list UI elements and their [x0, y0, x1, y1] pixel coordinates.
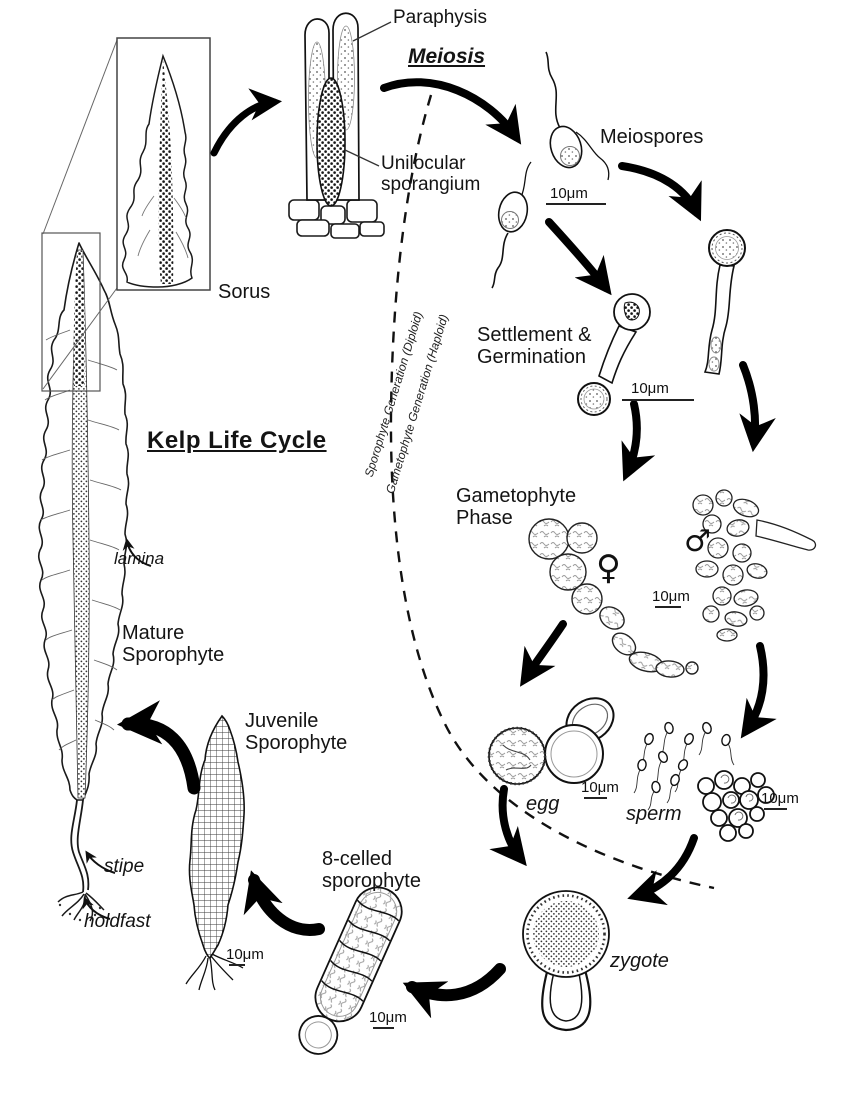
- sperm-label: sperm: [626, 803, 682, 825]
- scale-bar-sperm: 10μm: [761, 790, 799, 807]
- antheridial-cluster: [697, 770, 775, 842]
- mature-sporophyte-illustration: [38, 242, 130, 922]
- sperm-illustration: [633, 721, 775, 842]
- stipe-label: stipe: [104, 856, 145, 877]
- arrow-settlement-to-female-gametophyte: [621, 400, 656, 482]
- egg-illustration: [487, 697, 615, 786]
- female-symbol: ♀: [596, 548, 621, 588]
- juvenile-sporophyte-illustration: [185, 714, 245, 991]
- scale-bar-gametophyte-line: [655, 606, 681, 608]
- male-symbol: ♂: [684, 524, 711, 559]
- scale-bar-8-celled-line: [373, 1027, 394, 1029]
- inset-projection-lines: [42, 39, 118, 390]
- holdfast-label: holdfast: [84, 911, 151, 932]
- arrow-germling-to-male-gametophyte: [739, 361, 776, 453]
- gametophyte-phase-label: Gametophyte Phase: [456, 485, 577, 529]
- scale-bar-settlement-line: [622, 399, 694, 401]
- settlement-germling-illustration: [577, 293, 651, 416]
- stipe-pointer-arrow: [85, 850, 116, 874]
- unilocular-sporangium-illustration: [316, 77, 346, 207]
- scale-bar-settlement: 10μm: [631, 380, 669, 397]
- sorus-illustration: [121, 53, 194, 288]
- arrow-zygote-to-8-celled: [402, 963, 506, 1019]
- paraphysis-leader-line: [352, 21, 392, 42]
- unilocular-sporangium-label: Unilocular sporangium: [381, 153, 481, 195]
- female-gametophyte-illustration: [528, 518, 699, 678]
- arrow-egg-to-zygote: [489, 785, 527, 867]
- scale-bar-egg: 10μm: [581, 779, 619, 796]
- generation-divider-dashed-line: [389, 94, 715, 890]
- scale-bar-egg-line: [584, 797, 607, 799]
- arrow-sperm-to-zygote: [627, 834, 698, 906]
- diagram-title: Kelp Life Cycle: [147, 427, 327, 454]
- zygote-illustration: [522, 890, 610, 1032]
- arrow-sporangium-to-meiospores: [380, 78, 522, 145]
- meiosis-label: Meiosis: [408, 45, 486, 68]
- zygote-label: zygote: [610, 950, 669, 972]
- scale-bar-juvenile-line: [229, 964, 245, 966]
- sorus-inset-box: [116, 37, 211, 291]
- settlement-germination-label: Settlement & Germination: [477, 324, 592, 368]
- egg-label: egg: [526, 793, 560, 815]
- meiospores-label: Meiospores: [600, 126, 704, 148]
- blade-pleat-lines: [40, 329, 122, 751]
- arrow-juvenile-to-mature: [116, 700, 201, 795]
- scale-bar-gametophyte: 10μm: [652, 588, 690, 605]
- arrow-female-to-egg: [520, 620, 567, 687]
- arrow-8-celled-to-juvenile: [243, 870, 325, 936]
- eight-celled-sporophyte-label: 8-celled sporophyte: [322, 848, 421, 892]
- scale-bar-meiospores-line: [546, 203, 606, 205]
- male-gametophyte-illustration: [692, 489, 817, 642]
- stipe-illustration: [70, 799, 90, 893]
- sporangium-illustration: [288, 12, 392, 239]
- eight-celled-sporophyte-illustration: [298, 886, 403, 1055]
- scale-bar-juvenile: 10μm: [226, 946, 264, 963]
- arrow-male-to-sperm: [740, 642, 777, 739]
- arrow-sorus-to-sporangium: [210, 88, 283, 157]
- germling-right-illustration: [703, 229, 746, 375]
- meiospores-illustration: [491, 51, 610, 289]
- sorus-label: Sorus: [218, 281, 271, 303]
- scale-bar-sperm-line: [764, 808, 787, 810]
- lamina-pointer-arrow: [122, 538, 152, 567]
- juvenile-rhizoids: [185, 953, 244, 991]
- scale-bar-meiospores: 10μm: [550, 185, 588, 202]
- mature-sporophyte-label: Mature Sporophyte: [122, 622, 225, 666]
- arrow-meiospores-to-germling: [618, 162, 702, 222]
- lamina-label: lamina: [114, 549, 165, 568]
- scale-bar-8-celled: 10μm: [369, 1009, 407, 1026]
- arrow-meiospores-to-settlement: [545, 218, 612, 296]
- paraphysis-label: Paraphysis: [393, 7, 487, 28]
- juvenile-sporophyte-label: Juvenile Sporophyte: [245, 710, 348, 754]
- holdfast-pointer-arrow: [82, 896, 111, 920]
- sporangium-leader-line: [344, 149, 380, 167]
